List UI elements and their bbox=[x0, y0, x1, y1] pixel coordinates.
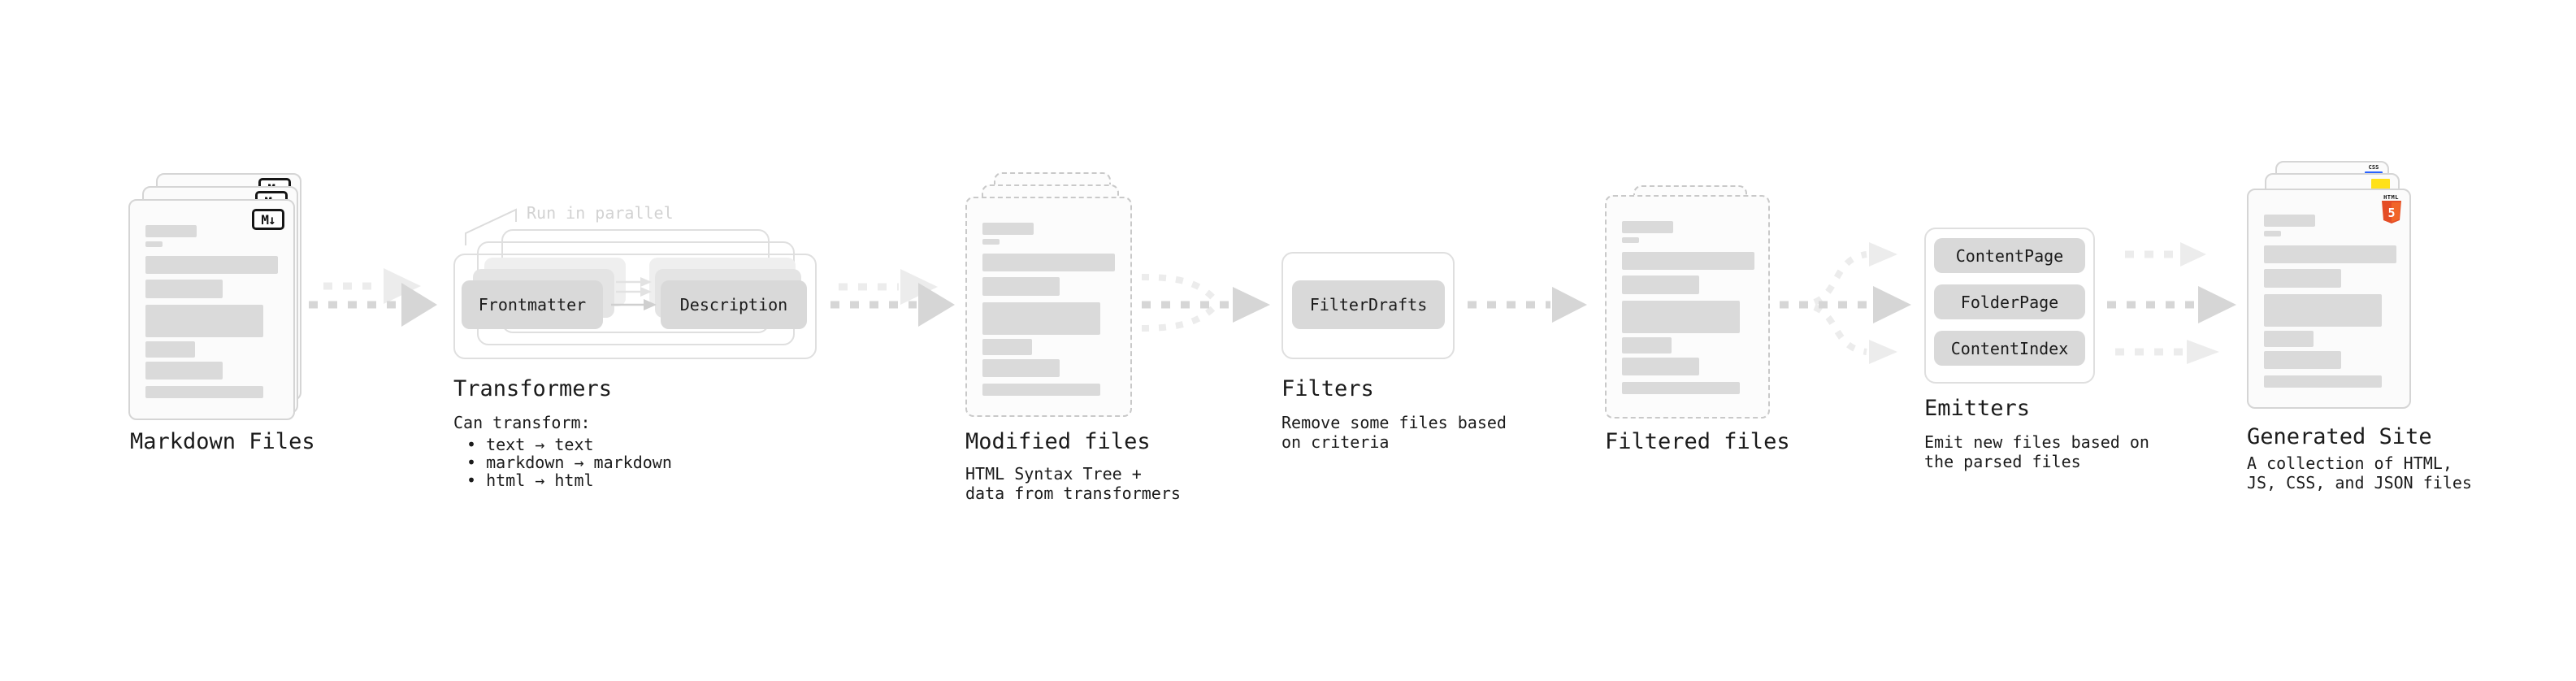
merge-curve-top bbox=[1141, 274, 1220, 304]
skeleton-bar bbox=[145, 280, 223, 298]
mini-arrowhead bbox=[644, 299, 657, 310]
mini-arrowhead bbox=[640, 287, 652, 297]
skeleton-bar bbox=[2264, 331, 2314, 347]
transformer-pill-description: Description bbox=[661, 280, 807, 329]
stage-label-filters: Filters bbox=[1281, 376, 1374, 401]
skeleton-bar bbox=[145, 241, 163, 247]
arrowhead bbox=[2187, 340, 2219, 364]
transform-bullet-list: • text → text • markdown → markdown • ht… bbox=[466, 436, 672, 489]
skeleton-bar bbox=[982, 277, 1060, 296]
skeleton-bar bbox=[145, 362, 223, 380]
emitters-box bbox=[1924, 228, 2095, 384]
shield-right bbox=[2391, 202, 2400, 222]
html5-shield: 5 bbox=[2381, 201, 2401, 223]
skeleton-bar bbox=[1622, 275, 1699, 294]
arrowhead bbox=[1552, 287, 1587, 323]
html5-file-icon: HTML 5 bbox=[2380, 194, 2402, 227]
skeleton-bar bbox=[1622, 337, 1672, 354]
transformer-pill-frontmatter: Frontmatter bbox=[462, 280, 603, 329]
dashed-document-front bbox=[1605, 195, 1770, 419]
stage-label-emitters: Emitters bbox=[1924, 396, 2031, 421]
js-file-icon bbox=[2371, 179, 2390, 189]
filter-pill-filterdrafts: FilterDrafts bbox=[1292, 280, 1445, 329]
skeleton-bar bbox=[982, 359, 1060, 377]
flow-arrow-modified-to-filters bbox=[1141, 274, 1270, 332]
skeleton-bar bbox=[145, 225, 197, 237]
dashed-document-front bbox=[965, 197, 1132, 417]
skeleton-bar bbox=[982, 384, 1100, 396]
markdown-icon: M↓ bbox=[252, 209, 284, 230]
css-icon-bar bbox=[2365, 171, 2383, 174]
leader-line bbox=[465, 208, 517, 245]
stage-label-transformers: Transformers bbox=[453, 376, 613, 401]
branch-curve-down bbox=[1813, 304, 1867, 355]
run-in-parallel-leader-line bbox=[465, 208, 517, 245]
flow-arrow-filters-to-filtered bbox=[1468, 287, 1587, 323]
run-in-parallel-annotation: Run in parallel bbox=[527, 203, 674, 223]
merge-curve-bottom bbox=[1141, 302, 1219, 332]
skeleton-bar bbox=[145, 386, 263, 398]
bullet-item: • text → text bbox=[466, 435, 594, 454]
pill-connector-arrows bbox=[611, 277, 657, 310]
css-icon-label: CSS bbox=[2368, 164, 2379, 171]
stage-label-modified-files: Modified files bbox=[965, 429, 1151, 454]
document-card-front-html: HTML 5 bbox=[2247, 189, 2411, 409]
skeleton-bar bbox=[1622, 358, 1699, 375]
arrowhead bbox=[2198, 286, 2236, 323]
skeleton-bar bbox=[2264, 269, 2341, 288]
arrowhead bbox=[401, 283, 437, 327]
arrowhead bbox=[1873, 286, 1911, 323]
arrowhead bbox=[918, 283, 955, 327]
stage-description-emitters: Emit new files based on the parsed files bbox=[1924, 432, 2149, 471]
emitter-pill-contentindex: ContentIndex bbox=[1934, 331, 2085, 366]
skeleton-bar bbox=[145, 256, 278, 274]
flow-arrow-filtered-to-emitters bbox=[1780, 242, 1911, 364]
stage-label-filtered-files: Filtered files bbox=[1605, 429, 1790, 454]
skeleton-bar bbox=[1622, 237, 1639, 243]
skeleton-bar bbox=[2264, 231, 2281, 236]
mini-arrowhead bbox=[640, 277, 652, 287]
skeleton-bar bbox=[982, 239, 1000, 245]
stage-description-filters: Remove some files based on criteria bbox=[1281, 413, 1507, 452]
skeleton-bar bbox=[2264, 294, 2382, 327]
html5-icon-label: HTML bbox=[2383, 194, 2399, 201]
arrowhead bbox=[1869, 242, 1897, 267]
skeleton-bar bbox=[145, 305, 263, 337]
css-file-icon: CSS bbox=[2365, 165, 2383, 174]
skeleton-bar bbox=[2264, 215, 2315, 227]
emitter-pill-contentpage: ContentPage bbox=[1934, 238, 2085, 273]
stage-label-generated-site: Generated Site bbox=[2247, 424, 2432, 449]
skeleton-bar bbox=[2264, 245, 2396, 263]
flow-arrow-markdown-to-transformers bbox=[309, 268, 437, 327]
skeleton-bar bbox=[2264, 375, 2382, 388]
flow-arrow-transformers-to-modified bbox=[830, 269, 955, 327]
stage-description-transformers: Can transform: bbox=[453, 413, 591, 432]
html5-icon-number: 5 bbox=[2387, 206, 2395, 220]
arrowhead bbox=[2180, 242, 2206, 267]
skeleton-bar bbox=[982, 339, 1032, 355]
transformers-box-front bbox=[453, 254, 817, 359]
bullet-item: • markdown → markdown bbox=[466, 453, 672, 472]
bullet-item: • html → html bbox=[466, 471, 594, 490]
skeleton-bar bbox=[982, 254, 1115, 271]
flow-arrow-emitters-to-generated bbox=[2107, 242, 2236, 364]
skeleton-bar bbox=[1622, 382, 1740, 394]
document-card-front: M↓ bbox=[128, 199, 295, 420]
branch-curve-up bbox=[1813, 251, 1867, 306]
emitter-pill-folderpage: FolderPage bbox=[1934, 284, 2085, 319]
skeleton-bar bbox=[2264, 351, 2341, 369]
skeleton-bar bbox=[1622, 252, 1754, 270]
arrowhead bbox=[1869, 340, 1897, 364]
stage-description-modified-files: HTML Syntax Tree + data from transformer… bbox=[965, 464, 1181, 503]
skeleton-bar bbox=[145, 341, 195, 358]
stage-description-generated-site: A collection of HTML, JS, CSS, and JSON … bbox=[2247, 453, 2472, 492]
skeleton-bar bbox=[1622, 301, 1740, 333]
skeleton-bar bbox=[1622, 221, 1673, 233]
skeleton-bar bbox=[982, 302, 1100, 335]
arrowhead bbox=[1233, 287, 1270, 323]
filters-box bbox=[1281, 252, 1455, 359]
skeleton-bar bbox=[982, 223, 1034, 235]
stage-label-markdown-files: Markdown Files bbox=[130, 429, 315, 454]
